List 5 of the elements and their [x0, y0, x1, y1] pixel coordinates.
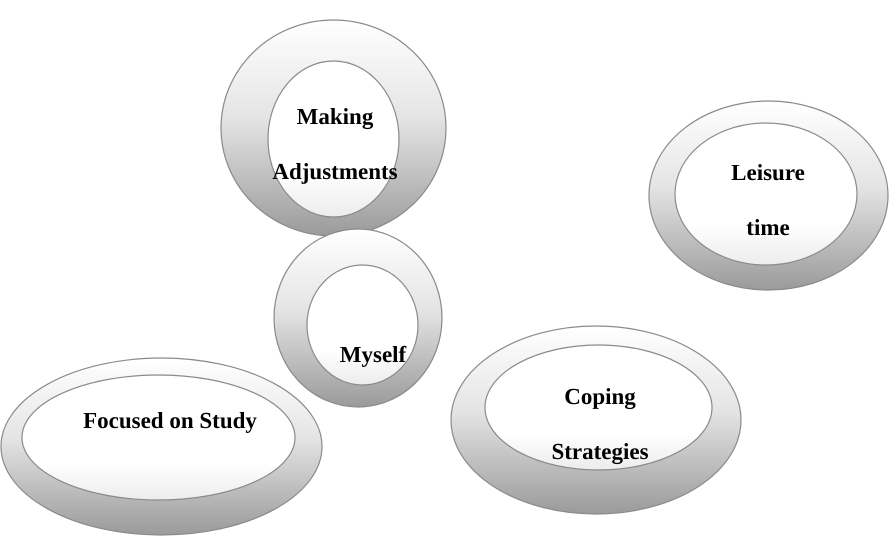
node-label: Leisure time	[730, 159, 806, 242]
node-label: Coping Strategies	[550, 383, 650, 466]
node-label: Making Adjustments	[271, 103, 399, 186]
node-label: Focused on Study	[82, 407, 258, 435]
node-label: Myself	[338, 341, 408, 369]
